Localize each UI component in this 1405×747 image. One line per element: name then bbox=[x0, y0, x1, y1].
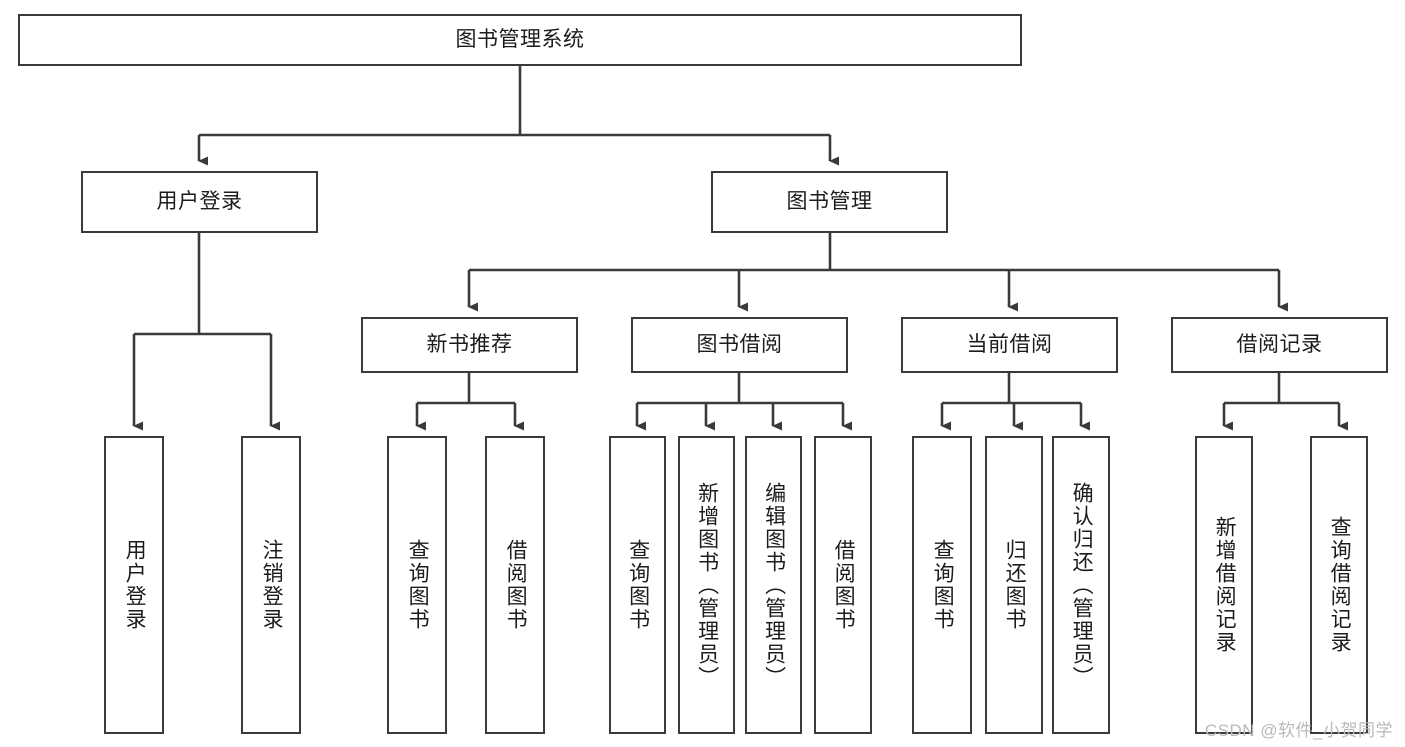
node-leaf-query-book-1[interactable]: 查询图书 bbox=[387, 436, 447, 734]
node-leaf-query-book-3-label: 查询图书 bbox=[931, 539, 955, 631]
node-book-borrow[interactable]: 图书借阅 bbox=[631, 317, 848, 373]
node-leaf-user-login[interactable]: 用户登录 bbox=[104, 436, 164, 734]
node-leaf-edit-book[interactable]: 编辑图书（管理员） bbox=[745, 436, 802, 734]
node-leaf-confirm-return[interactable]: 确认归还（管理员） bbox=[1052, 436, 1110, 734]
node-user-login-label: 用户登录 bbox=[156, 190, 243, 214]
node-leaf-edit-book-label: 编辑图书（管理员） bbox=[762, 481, 786, 689]
node-current-borrow[interactable]: 当前借阅 bbox=[901, 317, 1118, 373]
node-book-manage-label: 图书管理 bbox=[786, 190, 873, 214]
node-leaf-query-book-2[interactable]: 查询图书 bbox=[609, 436, 666, 734]
node-leaf-query-record-label: 查询借阅记录 bbox=[1328, 516, 1352, 654]
node-leaf-query-book-1-label: 查询图书 bbox=[406, 539, 430, 631]
node-leaf-add-book-label: 新增图书（管理员） bbox=[695, 481, 719, 689]
node-root[interactable]: 图书管理系统 bbox=[18, 14, 1022, 66]
node-current-borrow-label: 当前借阅 bbox=[966, 333, 1053, 357]
node-leaf-add-record-label: 新增借阅记录 bbox=[1213, 516, 1237, 654]
node-leaf-query-book-2-label: 查询图书 bbox=[626, 539, 650, 631]
node-leaf-query-record[interactable]: 查询借阅记录 bbox=[1310, 436, 1368, 734]
node-leaf-query-book-3[interactable]: 查询图书 bbox=[912, 436, 972, 734]
node-leaf-logout-label: 注销登录 bbox=[260, 539, 284, 631]
node-leaf-return-book-label: 归还图书 bbox=[1003, 539, 1027, 631]
node-book-borrow-label: 图书借阅 bbox=[696, 333, 783, 357]
node-leaf-add-record[interactable]: 新增借阅记录 bbox=[1195, 436, 1253, 734]
node-leaf-return-book[interactable]: 归还图书 bbox=[985, 436, 1043, 734]
node-leaf-borrow-book-1[interactable]: 借阅图书 bbox=[485, 436, 545, 734]
node-borrow-record-label: 借阅记录 bbox=[1236, 333, 1323, 357]
node-borrow-record[interactable]: 借阅记录 bbox=[1171, 317, 1388, 373]
node-new-book-recommend-label: 新书推荐 bbox=[426, 333, 513, 357]
node-leaf-logout[interactable]: 注销登录 bbox=[241, 436, 301, 734]
node-user-login[interactable]: 用户登录 bbox=[81, 171, 318, 233]
node-leaf-user-login-label: 用户登录 bbox=[123, 539, 147, 631]
node-leaf-borrow-book-2-label: 借阅图书 bbox=[832, 539, 856, 631]
node-leaf-add-book[interactable]: 新增图书（管理员） bbox=[678, 436, 735, 734]
node-root-label: 图书管理系统 bbox=[455, 28, 585, 52]
node-book-manage[interactable]: 图书管理 bbox=[711, 171, 948, 233]
node-new-book-recommend[interactable]: 新书推荐 bbox=[361, 317, 578, 373]
node-leaf-borrow-book-2[interactable]: 借阅图书 bbox=[814, 436, 872, 734]
node-leaf-confirm-return-label: 确认归还（管理员） bbox=[1070, 481, 1094, 689]
node-leaf-borrow-book-1-label: 借阅图书 bbox=[504, 539, 528, 631]
